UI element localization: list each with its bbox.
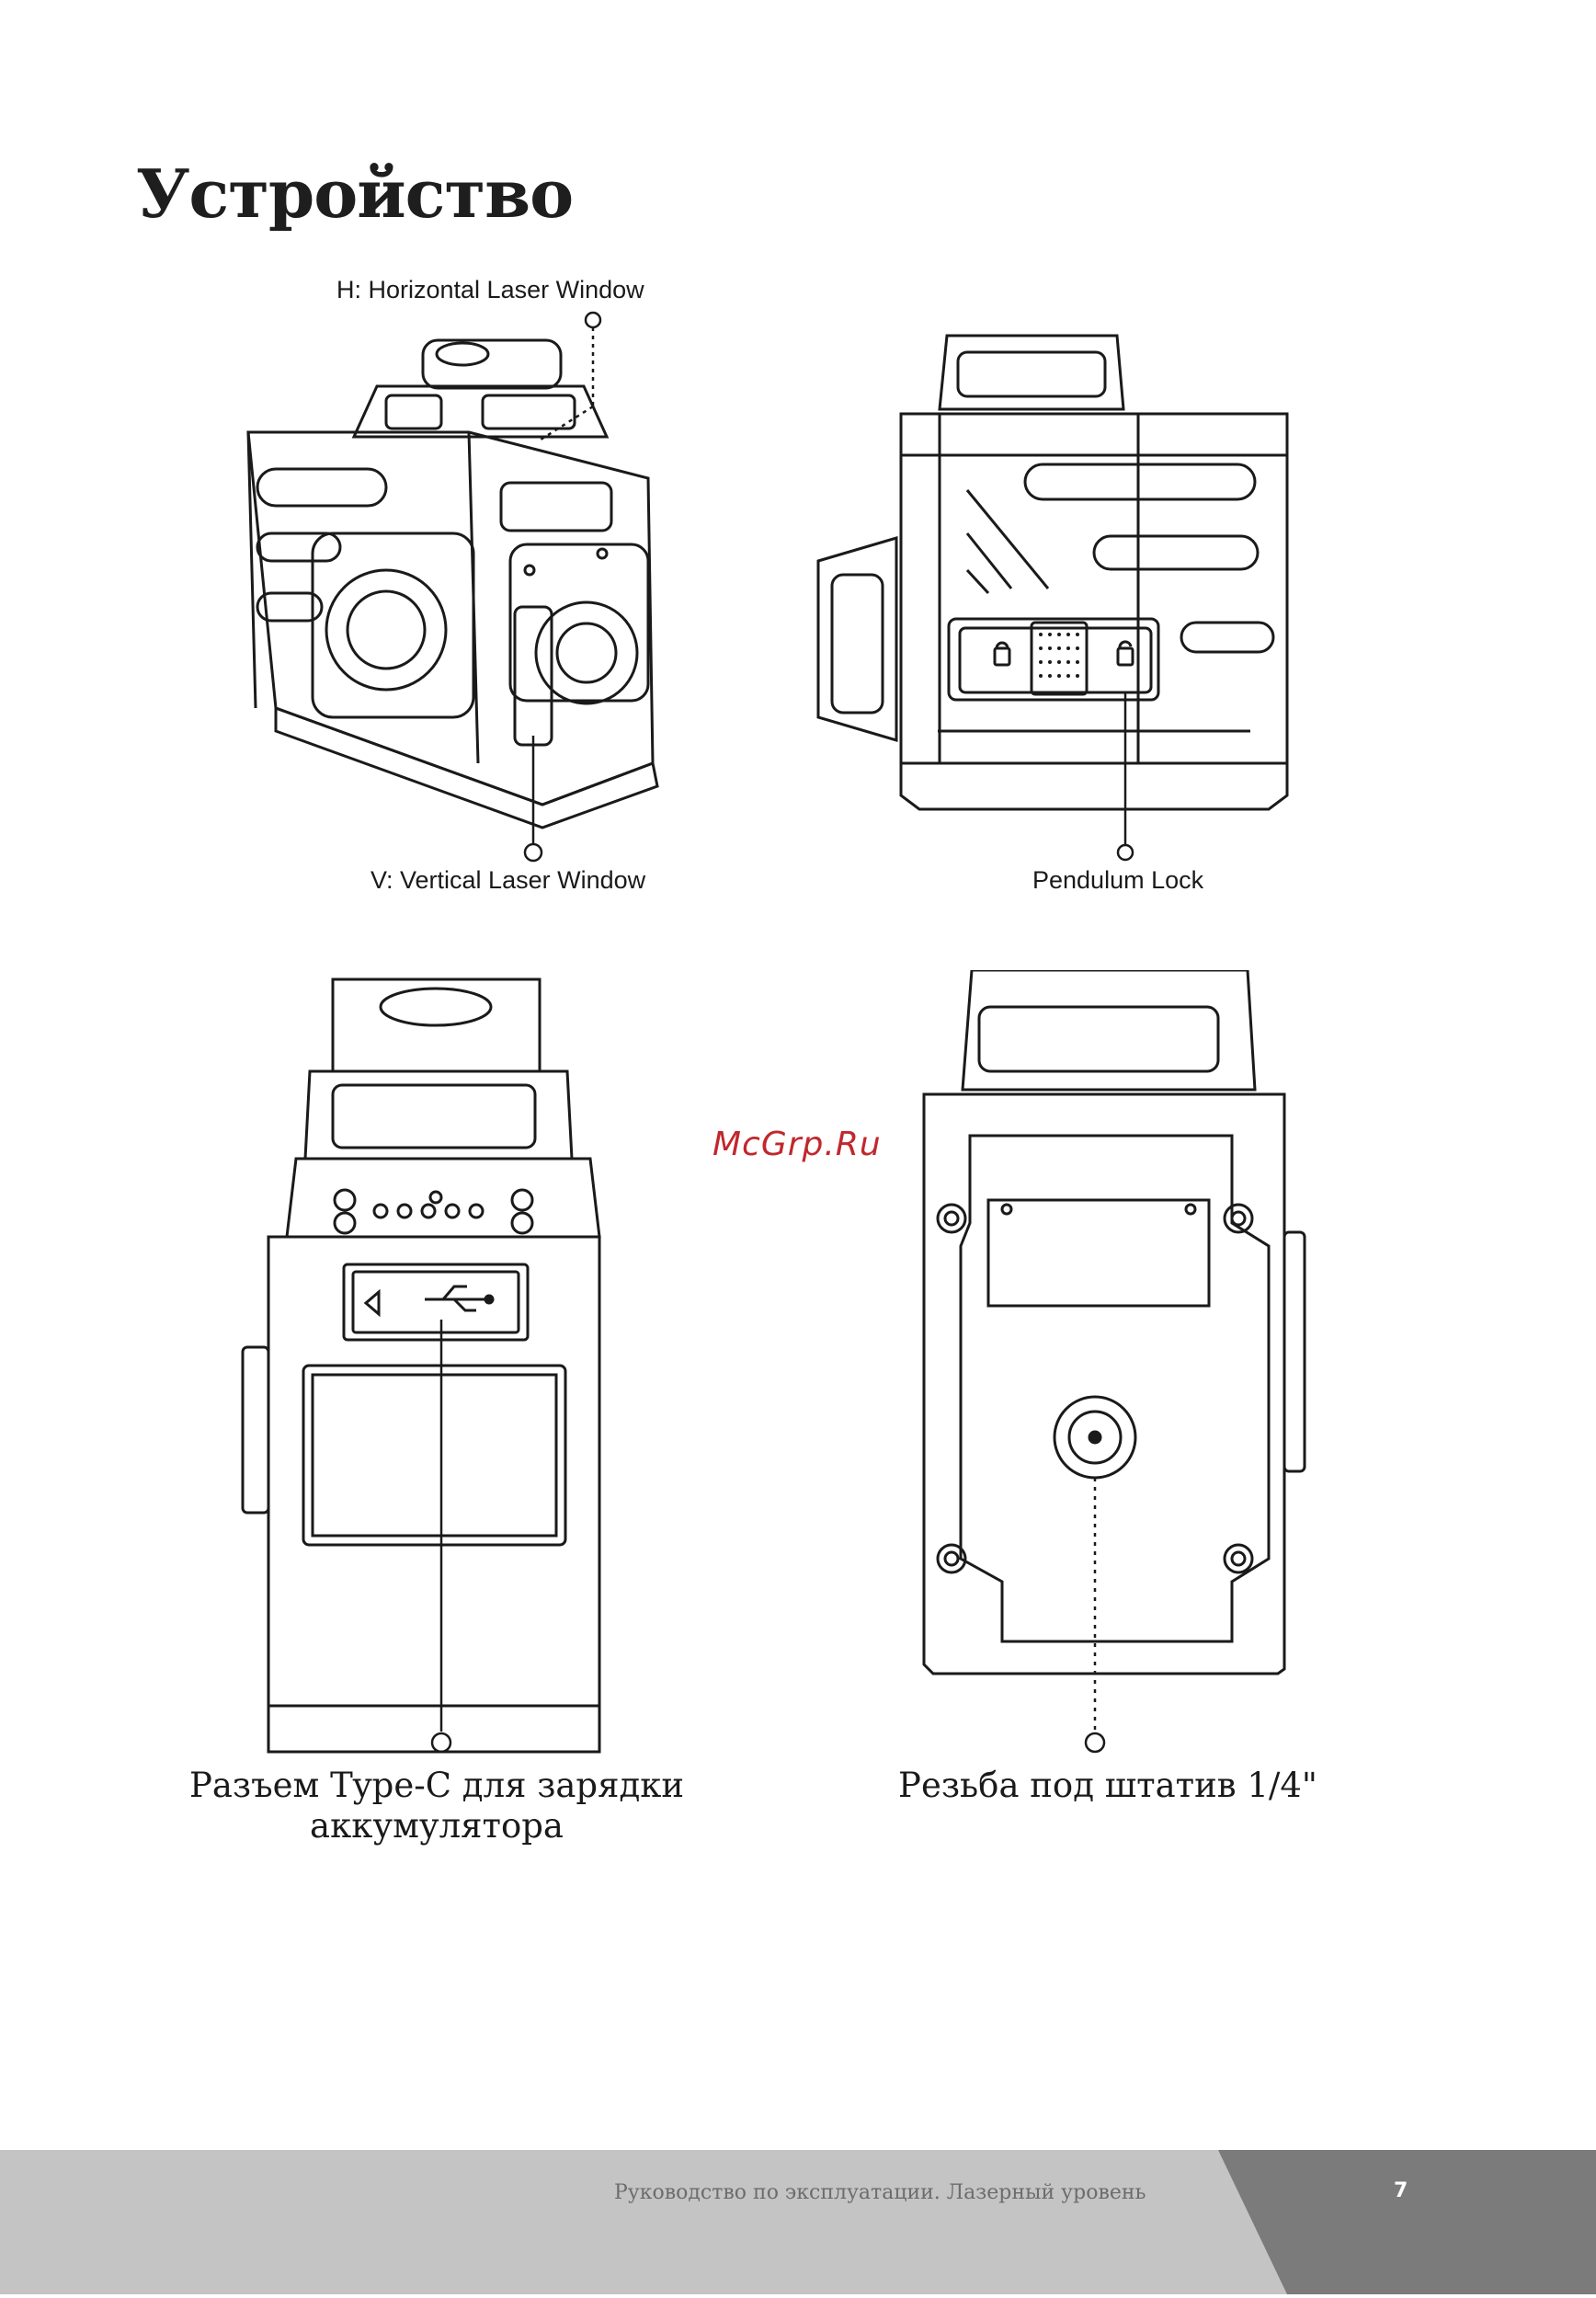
watermark: McGrp.Ru bbox=[712, 1126, 882, 1163]
footer-accent bbox=[0, 2150, 1596, 2294]
pendulum-lock-callout: Pendulum Lock bbox=[1032, 866, 1203, 895]
type-c-port-label: Разъем Type-C для зарядки аккумулятора bbox=[147, 1766, 726, 1846]
vertical-window-callout: V: Vertical Laser Window bbox=[370, 866, 645, 895]
footer-text: Руководство по эксплуатации. Лазерный ур… bbox=[614, 2181, 1146, 2204]
iso-view-drawing bbox=[239, 303, 680, 874]
tripod-thread-label: Резьба под штатив 1/4" bbox=[869, 1766, 1347, 1806]
page-number: 7 bbox=[1394, 2179, 1408, 2202]
bottom-view-drawing bbox=[906, 970, 1310, 1761]
type-c-label-line-1: Разъем Type-C для зарядки bbox=[147, 1766, 726, 1806]
horizontal-window-callout: H: Horizontal Laser Window bbox=[336, 276, 644, 304]
front-view-drawing bbox=[241, 970, 609, 1770]
side-view-drawing bbox=[800, 326, 1296, 878]
type-c-label-line-2: аккумулятора bbox=[147, 1806, 726, 1846]
page-title: Устройство bbox=[136, 154, 573, 233]
